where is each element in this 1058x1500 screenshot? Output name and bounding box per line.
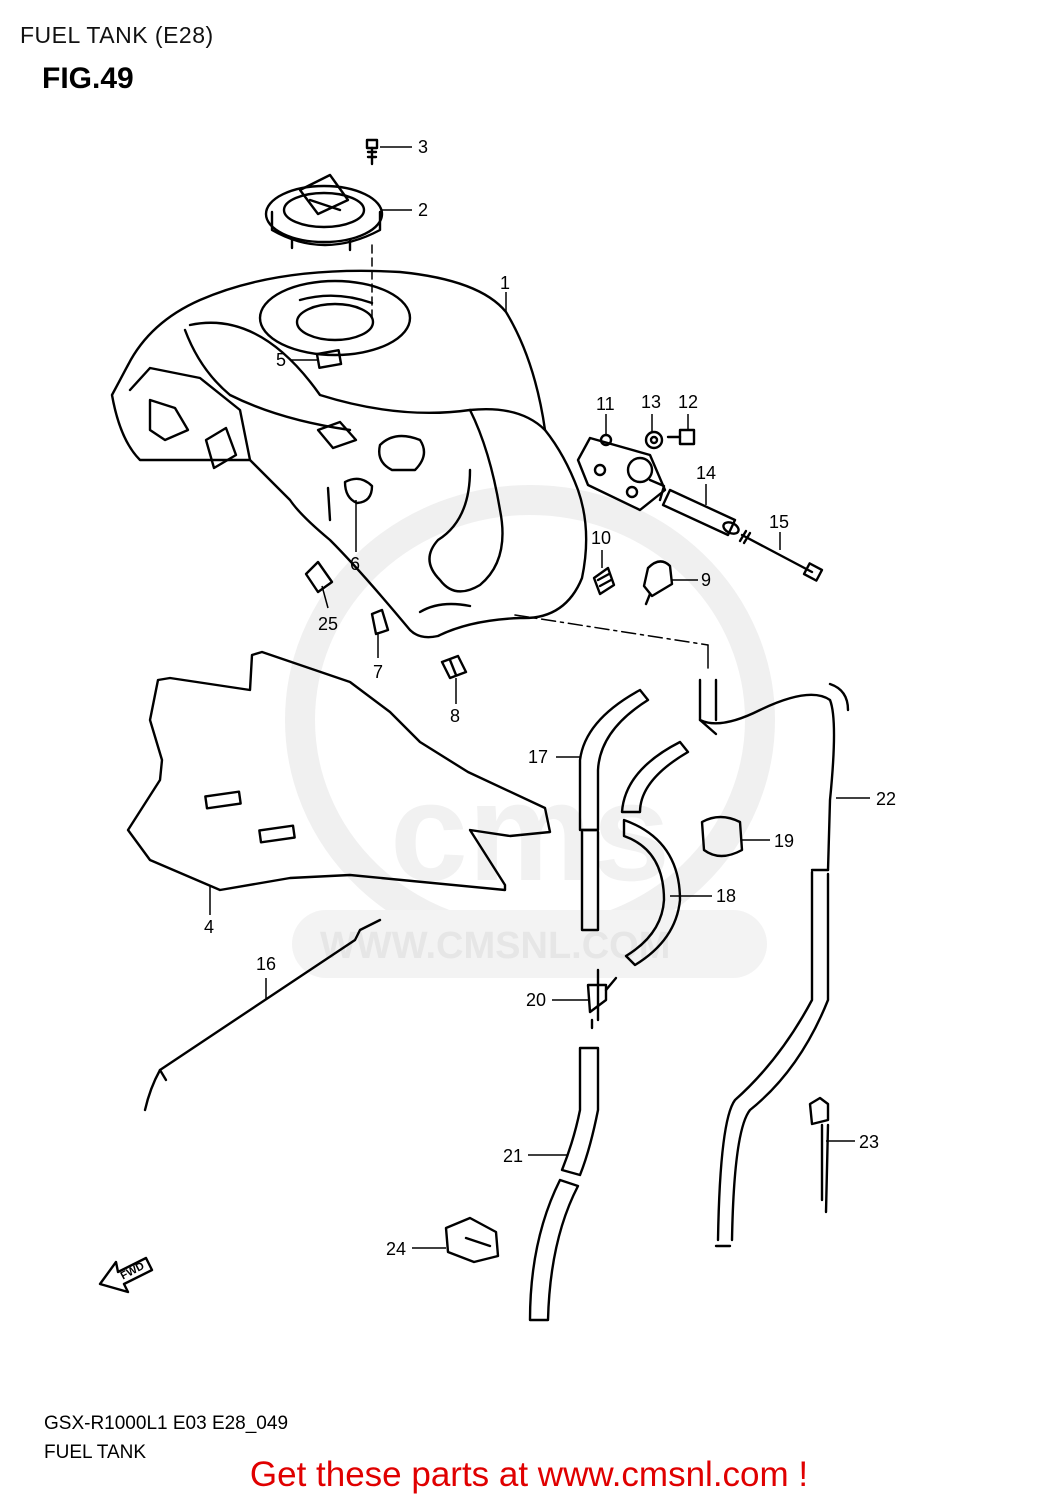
part-number: 5 [276, 350, 286, 370]
bolt-icon [365, 138, 379, 166]
part-number: 8 [450, 706, 460, 726]
pad-icon [592, 566, 616, 596]
part-number: 25 [318, 614, 338, 634]
part-number: 6 [350, 554, 360, 574]
bracket-icon [576, 433, 667, 512]
watermark: cms WWW.CMSNL.COM [285, 485, 775, 978]
fuel-tank-icon [110, 269, 588, 639]
part-number: 20 [526, 990, 546, 1010]
part-number: 24 [386, 1239, 406, 1259]
drain-rod-icon [143, 918, 382, 1112]
collar-icon [661, 488, 740, 537]
part-number: 16 [256, 954, 276, 974]
cushion-icon [440, 654, 468, 680]
part-number: 21 [503, 1146, 523, 1166]
clip-icon [304, 560, 334, 594]
nut-icon [644, 430, 664, 450]
part-number: 10 [591, 528, 611, 548]
part-number: 11 [596, 394, 615, 414]
forward-arrow-icon [98, 1256, 154, 1294]
figure-number: FIG.49 [42, 62, 134, 95]
part-number: 18 [716, 886, 736, 906]
part-number: 4 [204, 917, 214, 937]
part-number: 23 [859, 1132, 879, 1152]
hose-icon [698, 678, 850, 1248]
clip-icon [444, 1216, 500, 1264]
page-title: FUEL TANK (E28) [20, 22, 214, 48]
part-number: 19 [774, 831, 794, 851]
clamp-icon [808, 1096, 830, 1214]
part-number: 12 [678, 392, 698, 412]
fuel-cap-icon [264, 173, 384, 252]
bolt-icon [666, 428, 696, 446]
part-number: 1 [500, 273, 510, 293]
t-joint-icon [586, 968, 618, 1030]
parts-diagram: cms WWW.CMSNL.COM [98, 137, 896, 1322]
hose-icon [528, 1046, 600, 1322]
part-number: 2 [418, 200, 428, 220]
part-number: 3 [418, 137, 428, 157]
sleeve-icon [700, 815, 744, 858]
part-number: 7 [373, 662, 383, 682]
hose-icon [620, 740, 690, 967]
diagram-description: FUEL TANK [44, 1442, 147, 1463]
part-number: 15 [769, 512, 789, 532]
hose-icon [578, 688, 650, 932]
long-bolt-icon [738, 529, 824, 582]
part-number: 13 [641, 392, 661, 412]
watermark-brand: cms [390, 753, 670, 910]
clip-icon [370, 608, 390, 636]
part-number: 17 [528, 747, 548, 767]
part-number: 14 [696, 463, 716, 483]
part-number: 9 [701, 570, 711, 590]
valve-icon [642, 560, 674, 606]
seal-icon [126, 650, 552, 892]
leader-lines [209, 146, 870, 1249]
watermark-url: WWW.CMSNL.COM [320, 925, 670, 967]
promo-link[interactable]: Get these parts at www.cmsnl.com ! [249, 1455, 809, 1494]
part-number: 22 [876, 789, 896, 809]
part-number-labels: 3 2 1 5 6 25 7 8 9 10 11 12 13 14 15 4 1… [204, 137, 896, 1259]
diagram-code: GSX-R1000L1 E03 E28_049 [44, 1413, 289, 1434]
